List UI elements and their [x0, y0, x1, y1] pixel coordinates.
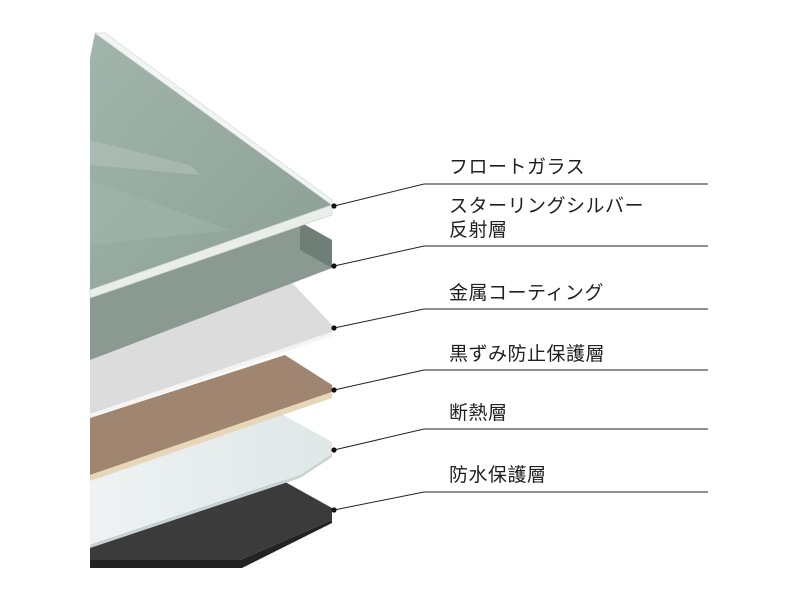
leader-silver-reflective: [331, 245, 708, 269]
layer-insulation: [90, 412, 332, 548]
label-insulation: 断熱層: [449, 402, 508, 424]
layer-waterproof-protective: [90, 478, 332, 568]
layer-float-glass: [89, 32, 333, 299]
label-silver-reflective-line1: スターリングシルバー: [449, 195, 645, 217]
label-waterproof-protective: 防水保護層: [449, 464, 547, 486]
label-metal-coating: 金属コーティング: [449, 282, 604, 304]
layer-black-protective: [90, 355, 332, 481]
leader-black-protective: [331, 369, 708, 393]
label-silver-reflective-line2: 反射層: [449, 219, 508, 241]
leader-float-glass: [331, 183, 708, 209]
layer-silver-reflective: [90, 222, 332, 360]
leader-metal-coating: [331, 308, 708, 331]
leader-insulation: [331, 428, 708, 453]
leader-waterproof-protective: [331, 491, 708, 513]
label-float-glass: フロートガラス: [449, 156, 586, 178]
label-black-protective: 黒ずみ防止保護層: [449, 343, 606, 365]
